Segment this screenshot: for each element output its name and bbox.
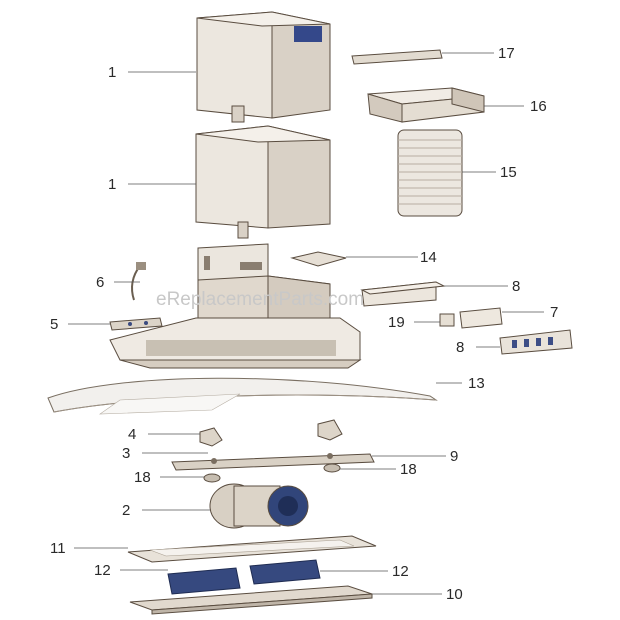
callout-19: 19 bbox=[388, 314, 405, 331]
callout-13: 13 bbox=[468, 375, 485, 392]
control-panel bbox=[499, 329, 573, 355]
duct-bracket-box bbox=[367, 87, 485, 123]
grease-filter-left bbox=[167, 567, 241, 595]
callout-5: 5 bbox=[50, 316, 58, 333]
blower-motor bbox=[209, 483, 309, 529]
callout-2: 2 bbox=[122, 502, 130, 519]
callout-8-upper: 8 bbox=[512, 278, 520, 295]
upper-chimney-cover bbox=[196, 11, 331, 123]
callout-12-left: 12 bbox=[94, 562, 111, 579]
chimney-vent-grille bbox=[294, 26, 322, 42]
callout-9: 9 bbox=[450, 448, 458, 465]
callout-1-lower: 1 bbox=[108, 176, 116, 193]
mounting-knob-left bbox=[203, 473, 221, 483]
lower-chimney-cover bbox=[195, 125, 331, 239]
glass-support-bracket-right bbox=[317, 419, 343, 441]
callout-7: 7 bbox=[550, 304, 558, 321]
power-cable bbox=[131, 262, 146, 301]
callout-6: 6 bbox=[96, 274, 104, 291]
watermark-text: eReplacementParts.com bbox=[156, 289, 364, 310]
callout-17: 17 bbox=[498, 45, 515, 62]
switch-connector bbox=[439, 313, 455, 327]
callout-15: 15 bbox=[500, 164, 517, 181]
control-box bbox=[360, 281, 446, 307]
glass-support-bracket-left bbox=[199, 427, 223, 447]
callout-14: 14 bbox=[420, 249, 437, 266]
flexible-exhaust-duct bbox=[397, 129, 463, 217]
duct-connector-plate bbox=[290, 251, 347, 267]
callout-3: 3 bbox=[122, 445, 130, 462]
callout-labels: 1 1 6 5 4 3 18 2 11 12 17 16 15 14 8 7 1… bbox=[50, 45, 558, 603]
hood-body bbox=[109, 243, 362, 369]
light-bar bbox=[109, 317, 163, 331]
callout-18-left: 18 bbox=[134, 469, 151, 486]
grease-filter-right bbox=[249, 559, 321, 585]
glass-canopy bbox=[47, 377, 438, 415]
callout-11: 11 bbox=[50, 540, 66, 557]
callout-18-right: 18 bbox=[400, 461, 417, 478]
callout-16: 16 bbox=[530, 98, 547, 115]
bottom-panel bbox=[129, 585, 373, 615]
mounting-bracket-top bbox=[351, 49, 443, 65]
leader-lines bbox=[68, 52, 544, 595]
motor-mounting-rail bbox=[171, 453, 375, 471]
capacitor-box bbox=[459, 307, 503, 329]
callout-4: 4 bbox=[128, 426, 136, 443]
mounting-knob-right bbox=[323, 463, 341, 473]
callout-8-lower: 8 bbox=[456, 339, 464, 356]
callout-12-right: 12 bbox=[392, 563, 409, 580]
callout-1-upper: 1 bbox=[108, 64, 116, 81]
callout-10: 10 bbox=[446, 586, 463, 603]
filter-frame bbox=[127, 535, 377, 563]
